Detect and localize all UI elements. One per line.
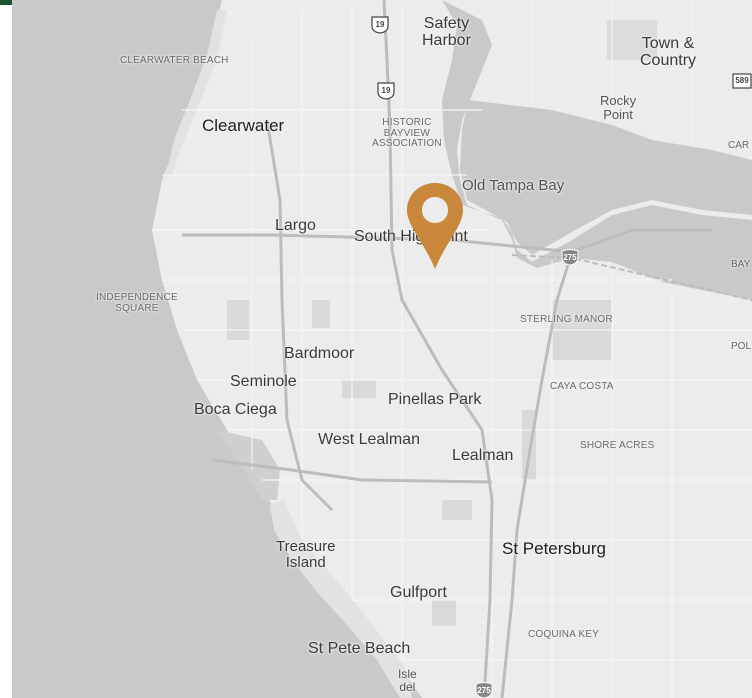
label-caya-costa: CAYA COSTA: [550, 381, 614, 392]
label-edge-car: CAR: [728, 140, 750, 151]
label-clearwater-beach: CLEARWATER BEACH: [120, 55, 229, 66]
park-area: [442, 500, 472, 520]
label-sterling-manor: STERLING MANOR: [520, 314, 613, 325]
park-area: [432, 600, 456, 626]
label-safety-harbor: Safety Harbor: [422, 15, 471, 49]
label-town-country: Town & Country: [640, 35, 697, 69]
label-lealman: Lealman: [452, 447, 514, 464]
label-shore-acres: SHORE ACRES: [580, 440, 655, 451]
us-route-shield: 19: [376, 82, 396, 100]
street-grid: [152, 0, 752, 698]
park-area: [342, 380, 376, 398]
park-area: [312, 300, 330, 328]
label-old-tampa-bay: Old Tampa Bay: [462, 177, 565, 194]
interstate-shield: 275: [560, 248, 580, 266]
label-historic-bayview: HISTORIC BAYVIEW ASSOCIATION: [372, 117, 442, 149]
label-treasure-island: Treasure Island: [276, 538, 336, 571]
state-route-shield: 589: [732, 72, 752, 90]
label-rocky-point: Rocky Point: [600, 93, 637, 122]
park-area: [607, 20, 657, 60]
label-coquina-key: COQUINA KEY: [528, 629, 600, 640]
label-bardmoor: Bardmoor: [284, 345, 355, 362]
park-area: [227, 300, 249, 340]
label-isle-del: Isle del: [398, 667, 417, 694]
label-seminole: Seminole: [230, 373, 297, 390]
label-edge-bay: BAY: [731, 259, 751, 270]
interstate-shield: 275: [474, 681, 494, 698]
label-st-petersburg: St Petersburg: [502, 539, 606, 558]
label-st-pete-beach: St Pete Beach: [308, 640, 411, 657]
label-edge-pol: POL: [731, 341, 752, 352]
label-independence-square: INDEPENDENCE SQUARE: [96, 292, 178, 314]
label-largo: Largo: [275, 217, 316, 234]
us-route-shield: 19: [370, 16, 390, 34]
label-west-lealman: West Lealman: [318, 431, 420, 448]
label-gulfport: Gulfport: [390, 584, 447, 601]
land-barrier-island-north: [166, 10, 227, 175]
map-base: [152, 0, 752, 698]
water-old-tampa-bay: [460, 100, 752, 255]
land-barrier-island-south: [270, 500, 412, 698]
label-clearwater: Clearwater: [202, 116, 285, 135]
map-view[interactable]: Safety Harbor Town & Country CLEARWATER …: [12, 0, 752, 698]
location-marker[interactable]: [404, 180, 466, 272]
map-pin-icon: [407, 183, 463, 269]
label-boca-ciega: Boca Ciega: [194, 401, 277, 418]
label-pinellas-park: Pinellas Park: [388, 391, 482, 408]
